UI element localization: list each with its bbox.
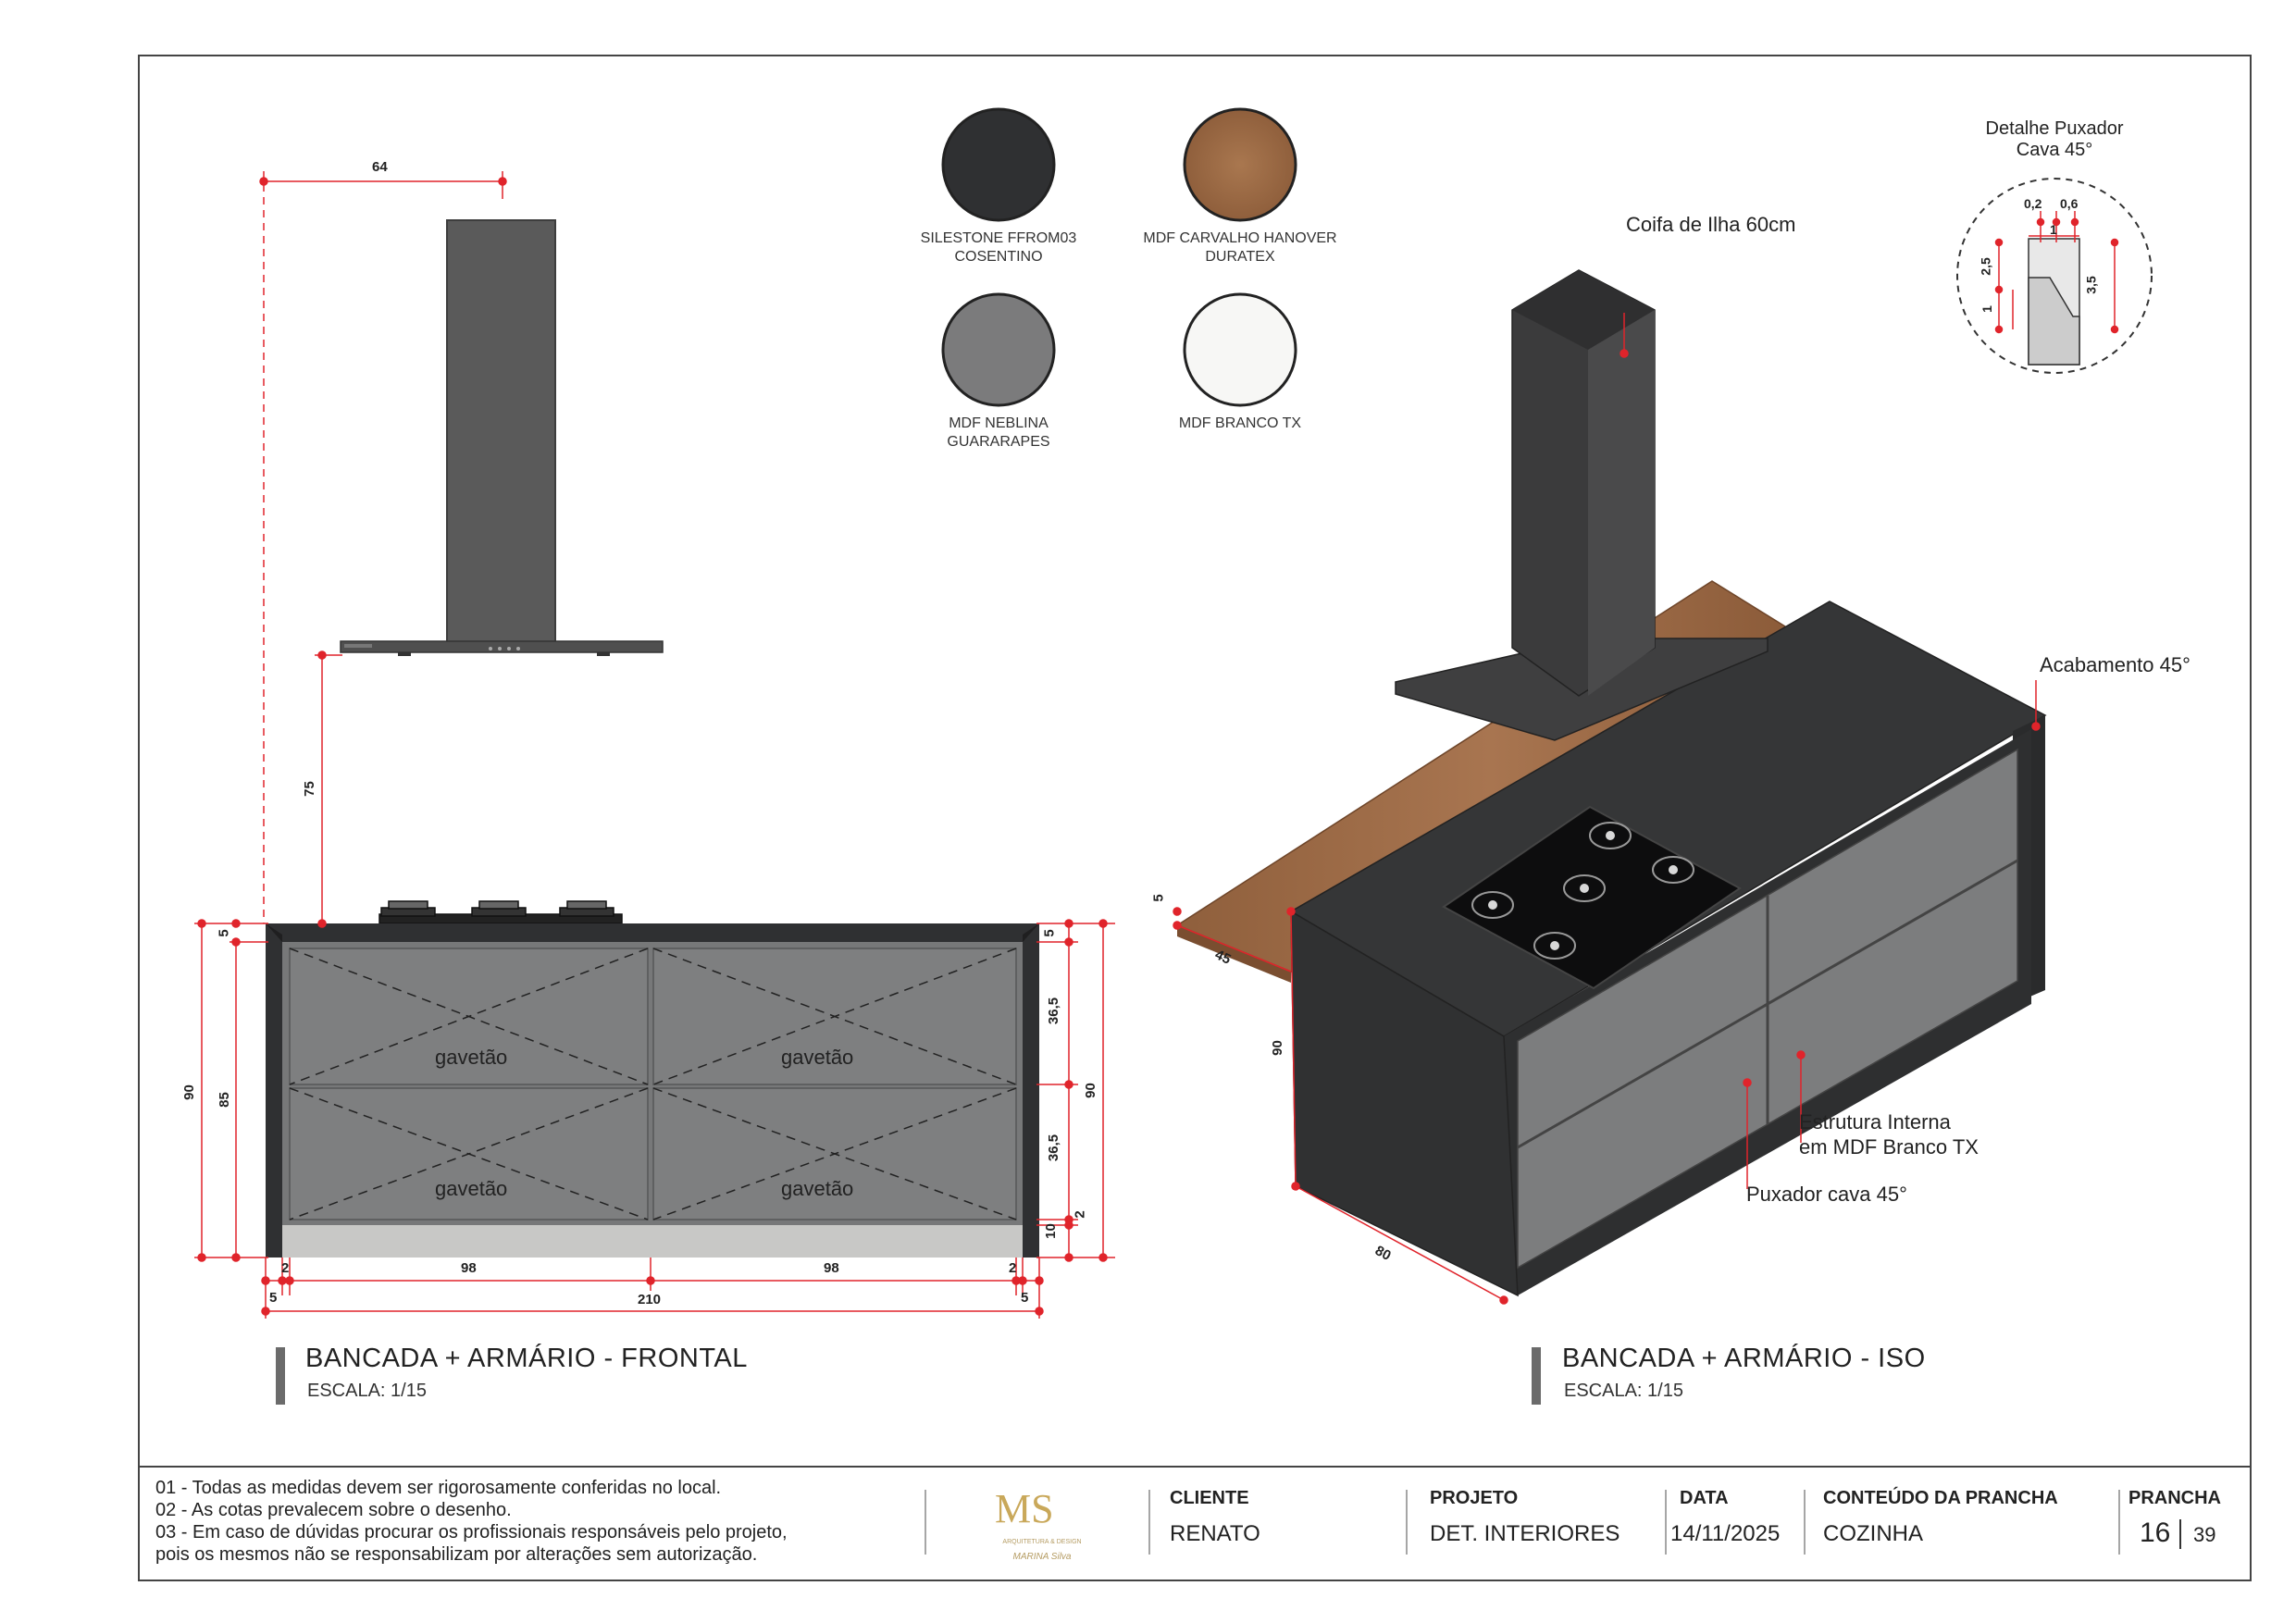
dim-bay-right: 98 — [824, 1260, 839, 1276]
note-1: 01 - Todas as medidas devem ser rigorosa… — [155, 1478, 722, 1498]
dim-side-left: 5 — [269, 1290, 278, 1306]
swatch-silestone — [941, 107, 1056, 222]
detail-dim-a: 0,2 — [2024, 196, 2042, 211]
drawer-label: gavetão — [781, 1046, 854, 1069]
sheet-total: 39 — [2193, 1523, 2216, 1546]
content-value: COZINHA — [1823, 1521, 1923, 1546]
front-hood-chimney — [446, 219, 556, 644]
drawer-label: gavetão — [781, 1177, 854, 1200]
dim-bay-left: 98 — [461, 1260, 477, 1276]
swatch-neblina — [941, 292, 1056, 407]
front-view — [194, 171, 1115, 1319]
dim-iso-top: 5 — [1150, 894, 1167, 902]
dim-side-right: 5 — [1021, 1290, 1029, 1306]
dim-gap-right: 2 — [1009, 1260, 1017, 1276]
swatch-branco — [1183, 292, 1297, 407]
iso-view-scale: ESCALA: 1/15 — [1564, 1381, 1683, 1401]
swatch-label-branco: MDF BRANCO TX — [1178, 415, 1302, 431]
client-label: CLIENTE — [1170, 1488, 1249, 1508]
company-logo: MS ARQUITETURA & DESIGN MARINA Silva — [995, 1486, 1082, 1562]
note-3: 03 - Em caso de dúvidas procurar os prof… — [155, 1522, 788, 1542]
dim-inner-height: 85 — [216, 1092, 232, 1108]
sheet-label: PRANCHA — [2128, 1488, 2221, 1508]
detail-dim-e: 1 — [1979, 305, 1994, 313]
swatch-carvalho — [1183, 107, 1297, 222]
note-2: 02 - As cotas prevalecem sobre o desenho… — [155, 1500, 512, 1520]
dim-hood-height: 75 — [301, 781, 317, 797]
dim-plinth: 10 — [1042, 1223, 1059, 1239]
date-label: DATA — [1680, 1488, 1729, 1508]
detail-dim-c: 1 — [2050, 222, 2057, 237]
project-value: DET. INTERIORES — [1430, 1521, 1620, 1546]
dim-drawer-bottom: 36,5 — [1046, 1134, 1062, 1162]
front-hood-canopy — [340, 640, 664, 653]
iso-view-title: BANCADA + ARMÁRIO - ISO — [1562, 1344, 1926, 1373]
annot-finish: Acabamento 45° — [2040, 653, 2191, 676]
detail-dim-b: 0,6 — [2060, 196, 2079, 211]
front-title-bar — [276, 1347, 285, 1405]
drawer-label: gavetão — [435, 1046, 508, 1069]
annot-structure-1: Estrutura Interna — [1799, 1110, 1951, 1134]
project-label: PROJETO — [1430, 1488, 1519, 1508]
dim-total-width: 210 — [638, 1292, 662, 1307]
iso-cooktop — [1442, 805, 1742, 990]
content-label: CONTEÚDO DA PRANCHA — [1823, 1488, 2058, 1508]
handle-detail — [1956, 178, 2153, 374]
iso-dimensions — [1173, 313, 2041, 1305]
annot-hood: Coifa de Ilha 60cm — [1626, 213, 1796, 236]
front-countertop — [266, 923, 1039, 942]
front-view-scale: ESCALA: 1/15 — [307, 1381, 427, 1401]
note-4: pois os mesmos não se responsabilizam po… — [155, 1544, 758, 1565]
iso-view — [1173, 269, 2047, 1305]
front-view-title: BANCADA + ARMÁRIO - FRONTAL — [305, 1344, 748, 1373]
dim-top-left: 5 — [216, 929, 232, 937]
front-side-right — [1023, 935, 1039, 1258]
dim-top-right: 5 — [1041, 929, 1058, 937]
detail-dim-d: 2,5 — [1978, 257, 1993, 276]
sheet-divider — [2179, 1519, 2181, 1549]
dim-gap-left: 2 — [281, 1260, 290, 1276]
dim-total-height: 90 — [180, 1084, 197, 1100]
dim-hood-width: 64 — [372, 159, 388, 175]
front-side-left — [266, 935, 282, 1258]
dim-drawer-top: 36,5 — [1046, 997, 1062, 1025]
iso-title-bar — [1532, 1347, 1541, 1405]
client-value: RENATO — [1170, 1521, 1260, 1546]
detail-dim-f: 3,5 — [2083, 276, 2099, 294]
material-swatches — [941, 107, 1297, 407]
sheet-border — [138, 55, 2252, 1581]
front-plinth — [282, 1225, 1023, 1258]
front-dimensions — [194, 171, 1115, 1319]
front-cooktop — [379, 900, 623, 924]
sheet-number: 16 — [2140, 1518, 2171, 1548]
annot-structure-2: em MDF Branco TX — [1799, 1135, 1979, 1158]
dim-gap: 2 — [1072, 1210, 1088, 1219]
dim-right-total: 90 — [1082, 1083, 1098, 1098]
date-value: 14/11/2025 — [1670, 1521, 1781, 1546]
drawer-label: gavetão — [435, 1177, 508, 1200]
annot-handle: Puxador cava 45° — [1746, 1183, 1907, 1206]
dim-iso-height: 90 — [1269, 1040, 1285, 1056]
